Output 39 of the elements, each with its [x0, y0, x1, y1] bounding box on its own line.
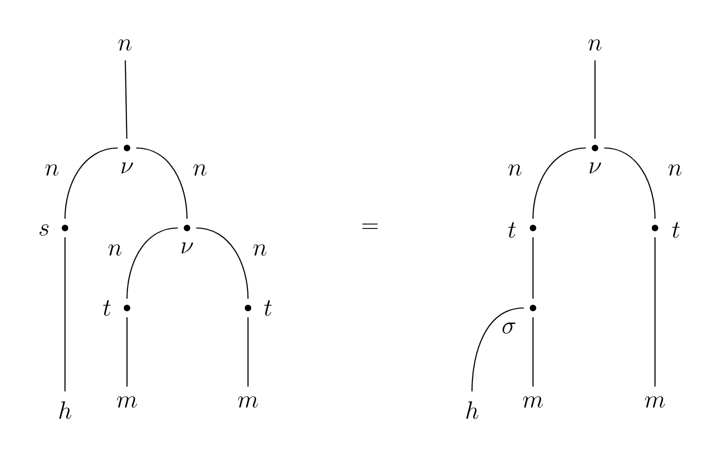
equals-sign: $=$ [362, 224, 378, 229]
wire [247, 317, 249, 387]
wire [136, 147, 188, 219]
vertex-label: $t$ [103, 300, 111, 316]
edge-label: $n$ [668, 164, 682, 176]
wire-label: $n$ [588, 39, 602, 51]
wire [126, 317, 128, 387]
vertex-label: $\sigma$ [502, 322, 516, 334]
wire-label: $m$ [523, 396, 543, 408]
wire-label: $n$ [118, 39, 132, 51]
wire [532, 317, 534, 387]
wire-label: $h$ [59, 401, 72, 419]
vertex-label: $t$ [264, 300, 272, 316]
vertex-label: $t$ [508, 222, 516, 238]
wire [64, 237, 66, 392]
edge-label: $n$ [45, 164, 59, 176]
wire [124, 60, 128, 139]
wire-label: $m$ [117, 396, 137, 408]
vertex-label: $\nu$ [590, 162, 601, 174]
wire [532, 237, 534, 299]
edge-label: $n$ [108, 244, 122, 256]
edge-label: $n$ [508, 164, 522, 176]
edge-label: $n$ [253, 244, 267, 256]
vertex-label: $t$ [672, 222, 680, 238]
wire [532, 147, 586, 219]
edge-label: $n$ [193, 164, 207, 176]
wire [196, 227, 249, 299]
vertex-label: $\nu$ [122, 162, 133, 174]
wire [604, 147, 656, 219]
wire [64, 147, 118, 219]
vertex-label: $s$ [40, 224, 49, 236]
wire-label: $h$ [466, 401, 478, 419]
wire [126, 227, 178, 299]
wire [471, 307, 524, 392]
wire-label: $m$ [645, 396, 665, 408]
wire-label: $m$ [238, 396, 258, 408]
vertex-label: $\nu$ [182, 242, 193, 254]
wire [594, 60, 596, 139]
wire [654, 237, 656, 387]
